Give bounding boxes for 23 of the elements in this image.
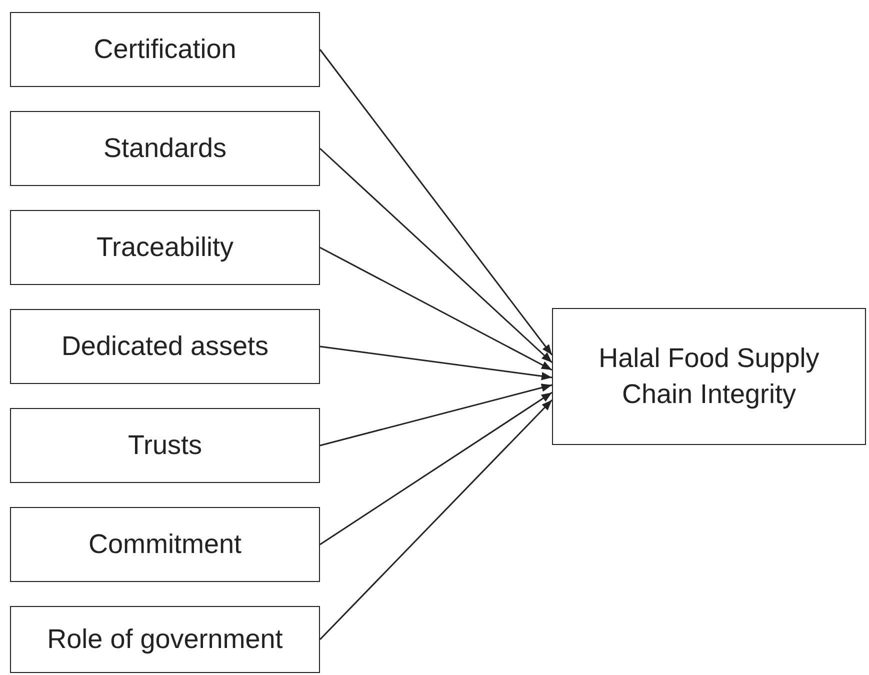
arrow [320, 346, 552, 380]
outcome-box [552, 308, 866, 445]
node-label: Certification [94, 32, 236, 66]
node-label: Dedicated assets [61, 330, 269, 363]
factor-box [10, 606, 320, 673]
factor-box [10, 111, 320, 186]
factor-box [10, 12, 320, 87]
node-label: Standards [103, 132, 227, 165]
node-label: Role of government [47, 622, 283, 656]
factor-box [10, 210, 320, 285]
factor-box [10, 309, 320, 384]
node-label: Trusts [128, 428, 202, 462]
factor-box [10, 408, 320, 483]
arrow [319, 49, 553, 356]
arrow [320, 246, 552, 371]
arrow [320, 392, 552, 546]
node-label: Halal Food Supply Chain Integrity [598, 342, 820, 411]
arrow [320, 384, 552, 446]
node-label: Commitment [88, 528, 242, 561]
factor-box [10, 507, 320, 582]
arrow [319, 399, 553, 640]
arrow [320, 148, 552, 364]
node-label: Traceability [96, 230, 234, 264]
